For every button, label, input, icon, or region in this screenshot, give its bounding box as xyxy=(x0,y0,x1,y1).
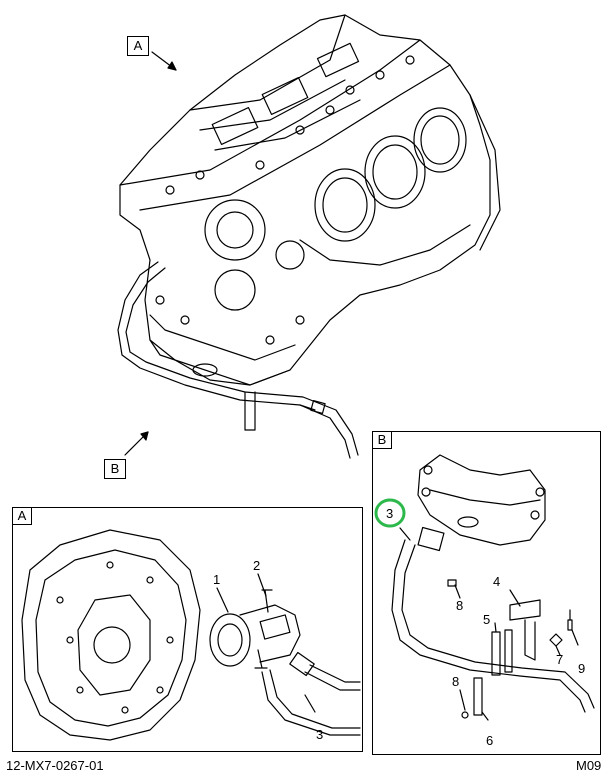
part-number-7: 7 xyxy=(556,652,564,667)
callout-main-b: B xyxy=(104,459,126,479)
part-number-3-detail-b: 3 xyxy=(386,506,394,521)
part-number-8-upper: 8 xyxy=(456,598,464,613)
callout-panel-a: A xyxy=(12,507,32,525)
part-number-3-detail-a: 3 xyxy=(316,727,324,742)
part-number-5: 5 xyxy=(483,612,491,627)
callout-main-a: A xyxy=(127,36,149,56)
part-number-8-lower: 8 xyxy=(452,674,460,689)
view-arrows xyxy=(124,51,177,456)
detail-a-drawing xyxy=(21,529,361,741)
part-number-4: 4 xyxy=(493,574,501,589)
detail-b-drawing xyxy=(391,454,595,721)
callout-panel-b: B xyxy=(372,431,392,449)
part-number-9: 9 xyxy=(578,661,586,676)
drawing-id: 12-MX7-0267-01 xyxy=(6,758,104,773)
detail-panel-a xyxy=(12,507,363,752)
part-number-6: 6 xyxy=(486,733,494,748)
detail-panel-b xyxy=(372,431,601,755)
engine-block-drawing xyxy=(117,14,501,459)
part-number-1: 1 xyxy=(213,572,221,587)
sheet-number: M09 xyxy=(576,758,602,773)
highlight-ring xyxy=(374,498,406,528)
part-number-2: 2 xyxy=(253,558,261,573)
